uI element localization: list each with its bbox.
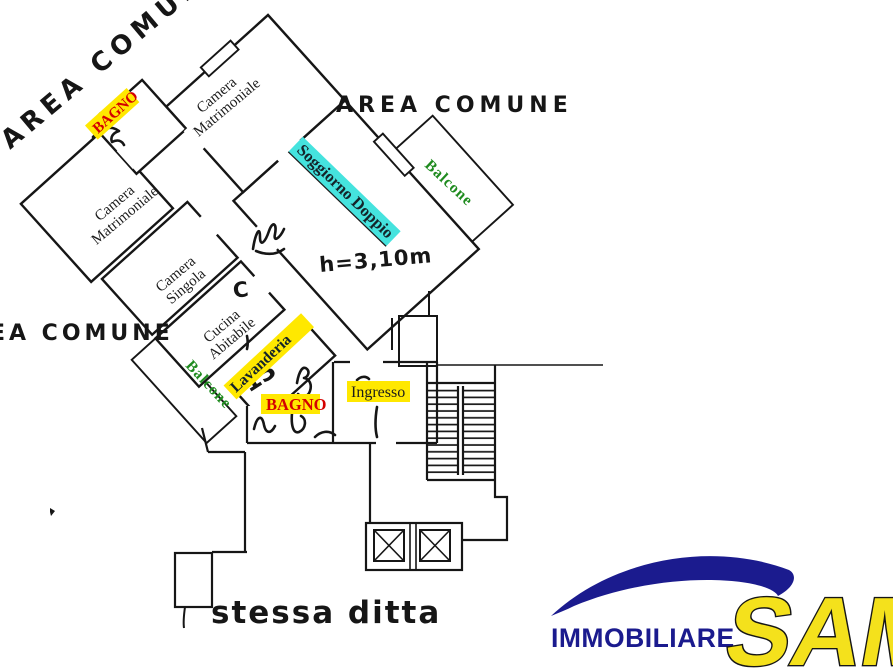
highlight-yellow xyxy=(261,394,320,414)
elevator-cab xyxy=(373,529,405,562)
highlight-yellow xyxy=(84,88,140,140)
annotation-area-comune-left: AREA COMUNE xyxy=(0,321,174,346)
logo: IMMOBILIARE SAM xyxy=(551,556,893,670)
room-label-ingresso: Ingresso xyxy=(347,381,410,402)
door-gap xyxy=(251,273,272,295)
highlight-yellow xyxy=(223,313,315,400)
right-connector xyxy=(391,291,438,367)
core-outline xyxy=(368,443,509,542)
svg-text:Ingresso: Ingresso xyxy=(351,384,405,401)
handwritten-scribble xyxy=(355,375,379,439)
staircase xyxy=(425,362,497,482)
apartment-rotated-wing xyxy=(19,13,515,445)
logo-swoosh-icon xyxy=(551,556,794,616)
building-core xyxy=(173,291,603,629)
tiny-mark xyxy=(50,508,55,516)
handwritten-scribble xyxy=(245,334,250,351)
elevator-shafts xyxy=(364,521,464,572)
elevator-cab xyxy=(419,529,451,562)
logo-name-text: SAM xyxy=(718,578,893,670)
door-jamb xyxy=(199,39,240,78)
handwritten-c: C xyxy=(231,277,250,303)
door-gap xyxy=(116,146,139,170)
stair-steps xyxy=(428,388,457,474)
door-gap xyxy=(183,126,207,151)
annotation-stessa-ditta: stessa ditta xyxy=(211,595,441,631)
handwritten-scribble xyxy=(252,411,337,439)
stair-steps xyxy=(464,388,494,474)
lower-left-outline xyxy=(173,427,247,629)
highlight-yellow xyxy=(347,381,410,402)
underline xyxy=(287,151,387,247)
room-label-bagno-bottom: BAGNO xyxy=(261,394,327,414)
elevator-x-icon xyxy=(419,529,451,562)
svg-text:BAGNO: BAGNO xyxy=(266,395,327,414)
logo-brand-text: IMMOBILIARE xyxy=(551,623,735,653)
highlight-cyan xyxy=(288,136,401,247)
door-gap xyxy=(198,214,220,237)
door-jamb xyxy=(372,132,415,178)
handwritten-scribble xyxy=(251,223,286,256)
annotation-area-comune-top: AREA COMUNE xyxy=(336,93,573,118)
elevator-x-icon xyxy=(373,529,405,562)
